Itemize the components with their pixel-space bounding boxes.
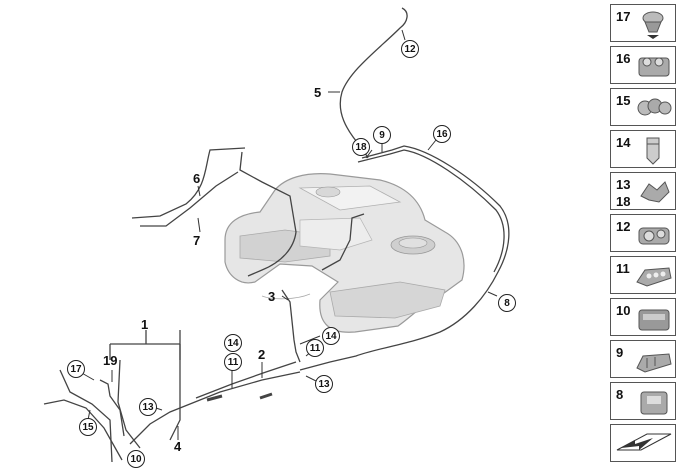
callout-9: 9 [373,126,391,144]
fuel-system-drawing [43,7,510,462]
legend-item-10: 10 [610,298,676,336]
callout-13-left: 13 [139,398,157,416]
callout-18: 18 [352,138,370,156]
arrow-plate-icon [616,433,672,451]
stepped-clip-icon [636,353,672,373]
callout-16: 16 [433,125,451,143]
legend-item-11: 11 [610,256,676,294]
triple-holder-icon [638,57,670,77]
legend-number: 14 [616,135,631,150]
legend-number: 12 [616,219,631,234]
callout-8: 8 [498,294,516,312]
callout-10: 10 [127,450,145,468]
single-holder-icon [640,391,668,415]
callout-17: 17 [67,360,85,378]
nut-icon [646,137,660,165]
callout-14-left: 14 [224,334,242,352]
callout-11-right: 11 [306,339,324,357]
callout-12: 12 [401,40,419,58]
legend-item-9: 9 [610,340,676,378]
multi-clip-icon [636,267,672,287]
legend-number: 13 [616,177,631,192]
grey-holder-icon [638,309,670,331]
legend-item-arrow [610,424,676,462]
callout-2: 2 [258,347,266,362]
legend-number: 11 [616,261,630,276]
legend-number: 17 [616,9,631,24]
legend-item-14: 14 [610,130,676,168]
fuel-lines [43,7,510,462]
fuel-tank [224,173,465,333]
legend-number-secondary: 18 [616,194,631,209]
callout-1: 1 [141,317,149,332]
legend-number: 9 [616,345,624,360]
legend-item-8: 8 [610,382,676,420]
callout-13-right: 13 [315,375,333,393]
legend-number: 10 [616,303,631,318]
triple-ring-holder-icon [637,98,672,116]
callout-14-right: 14 [322,327,340,345]
legend-item-12: 12 [610,214,676,252]
bracket-icon [640,181,670,203]
callout-19: 19 [103,353,118,368]
callout-15: 15 [79,418,97,436]
callout-5: 5 [314,85,322,100]
legend-item-16: 16 [610,46,676,84]
clip-icon [642,11,664,39]
legend-item-17: 17 [610,4,676,42]
callout-11-left: 11 [224,353,242,371]
double-clip-icon [638,227,670,245]
legend-number: 8 [616,387,624,402]
legend-item-13-18: 13 18 [610,172,676,210]
callout-6: 6 [193,171,201,186]
legend-number: 16 [616,51,631,66]
callout-4: 4 [174,439,182,454]
callout-7: 7 [193,233,201,248]
legend-number: 15 [616,93,631,108]
legend-item-15: 15 [610,88,676,126]
callout-3: 3 [268,289,276,304]
